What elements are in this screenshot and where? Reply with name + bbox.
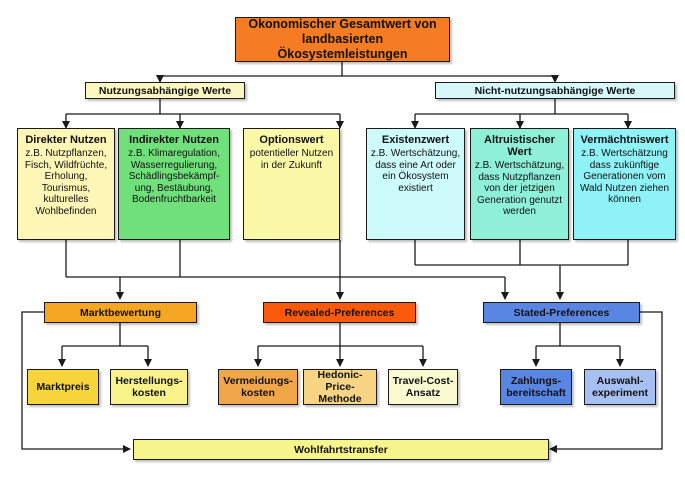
method-herstellung-label: kosten bbox=[132, 387, 166, 399]
use-values-box: Nutzungsabhängige Werte bbox=[85, 82, 245, 99]
method-vermeidung-label: Vermeidungs- bbox=[223, 375, 293, 387]
nonuse-values-box: Nicht-nutzungsabhängige Werte bbox=[435, 82, 675, 99]
direct-use-desc-line: kulturelles bbox=[43, 194, 89, 205]
method-zahlung-label: Zahlungs- bbox=[510, 375, 562, 387]
bequest-value-box: Vermächtniswert z.B. Wertschätzung dass … bbox=[573, 128, 676, 240]
method-zahlung-box: Zahlungs- bereitschaft bbox=[500, 369, 572, 405]
method-travel-box: Travel-Cost- Ansatz bbox=[388, 369, 458, 405]
market-valuation-box: Marktbewertung bbox=[44, 302, 197, 323]
direct-use-title: Direkter Nutzen bbox=[25, 134, 107, 146]
method-hedonic-label: Methode bbox=[318, 393, 362, 405]
nonuse-values-label: Nicht-nutzungsabhängige Werte bbox=[474, 84, 636, 97]
existence-value-desc-line: z.B. Wertschätzung, bbox=[370, 148, 461, 159]
direct-use-desc: z.B. Nutzpflanzen, Fisch, Wildfrüchte, E… bbox=[25, 148, 107, 217]
bequest-value-desc-line: können bbox=[608, 194, 641, 205]
revealed-preferences-box: Revealed-Preferences bbox=[263, 302, 416, 323]
existence-value-desc-line: dass eine Art oder bbox=[375, 159, 456, 171]
existence-value-desc-line: ein Ökosystem bbox=[382, 171, 449, 182]
direct-use-box: Direkter Nutzen z.B. Nutzpflanzen, Fisch… bbox=[17, 128, 115, 240]
method-auswahl-label: experiment bbox=[591, 387, 649, 399]
use-values-label: Nutzungsabhängige Werte bbox=[98, 84, 232, 97]
indirect-use-title: Indirekter Nutzen bbox=[129, 134, 219, 146]
indirect-use-desc-line: Schädlingsbekämpf- bbox=[128, 171, 220, 182]
stated-preferences-label: Stated-Preferences bbox=[513, 306, 610, 319]
altruistic-value-desc-line: von der jetzigen bbox=[484, 183, 555, 194]
option-value-desc-line: in der Zukunft bbox=[260, 159, 323, 171]
connector-stated-to-transfer bbox=[549, 311, 663, 453]
method-herstellung-label: Herstellungs- bbox=[115, 375, 183, 387]
method-vermeidung-label: kosten bbox=[241, 387, 275, 399]
existence-value-title: Existenzwert bbox=[381, 134, 450, 146]
bequest-value-desc-line: dass zukünftige bbox=[589, 159, 660, 171]
indirect-use-desc-line: ung, Bestäubung, bbox=[134, 182, 214, 194]
direct-use-desc-line: Wohlbefinden bbox=[35, 205, 97, 217]
bequest-value-desc-line: Generationen vom bbox=[583, 171, 666, 182]
altruistic-value-desc-line: z.B. Wertschätzung, bbox=[474, 160, 565, 171]
existence-value-desc-line: existiert bbox=[398, 182, 433, 194]
market-valuation-label: Marktbewertung bbox=[79, 306, 162, 319]
method-herstellung-box: Herstellungs- kosten bbox=[110, 369, 188, 405]
indirect-use-desc-line: Wasserregulierung, bbox=[130, 159, 218, 171]
indirect-use-box: Indirekter Nutzen z.B. Klimaregulation, … bbox=[118, 128, 230, 240]
title-box: Ökonomischer Gesamtwert von landbasierte… bbox=[235, 17, 450, 62]
existence-value-desc: z.B. Wertschätzung, dass eine Art oder e… bbox=[371, 148, 460, 194]
option-value-desc: potentieller Nutzen in der Zukunft bbox=[250, 148, 333, 171]
method-auswahl-box: Auswahl- experiment bbox=[584, 369, 656, 405]
direct-use-desc-line: z.B. Nutzpflanzen, bbox=[25, 148, 107, 159]
welfare-transfer-box: Wohlfahrtstransfer bbox=[133, 439, 549, 460]
title-line-1: Ökonomischer Gesamtwert von bbox=[248, 17, 437, 31]
connector-market-to-transfer bbox=[21, 311, 131, 453]
direct-use-desc-line: Erholung, bbox=[44, 171, 88, 182]
bequest-value-desc-line: Wald Nutzen ziehen bbox=[579, 182, 670, 194]
method-marktpreis-label: Marktpreis bbox=[36, 381, 90, 393]
method-marktpreis-box: Marktpreis bbox=[27, 369, 99, 405]
method-hedonic-label: Hedonic-Price- bbox=[317, 369, 363, 393]
altruistic-value-desc: z.B. Wertschätzung, dass Nutzpflanzen vo… bbox=[475, 160, 564, 218]
altruistic-value-title-1: Altruistischer bbox=[484, 134, 555, 146]
option-value-title: Optionswert bbox=[259, 134, 324, 146]
welfare-transfer-label: Wohlfahrtstransfer bbox=[294, 443, 388, 456]
altruistic-value-desc-line: werden bbox=[503, 206, 536, 217]
bequest-value-desc-line: z.B. Wertschätzung bbox=[581, 148, 668, 159]
option-value-box: Optionswert potentieller Nutzen in der Z… bbox=[243, 128, 340, 240]
revealed-preferences-label: Revealed-Preferences bbox=[284, 306, 395, 319]
bequest-value-desc: z.B. Wertschätzung dass zukünftige Gener… bbox=[580, 148, 669, 206]
indirect-use-desc-line: Bodenfruchtbarkeit bbox=[132, 194, 216, 205]
bequest-value-title: Vermächtniswert bbox=[580, 134, 669, 146]
altruistic-value-desc-line: dass Nutzpflanzen bbox=[478, 171, 561, 183]
method-travel-label: Travel-Cost- bbox=[392, 375, 454, 387]
option-value-desc-line: potentieller Nutzen bbox=[249, 148, 334, 159]
title-line-2: landbasierten Ökosystemleistungen bbox=[277, 32, 408, 61]
method-travel-label: Ansatz bbox=[405, 387, 441, 399]
direct-use-desc-line: Tourismus, bbox=[41, 182, 91, 194]
indirect-use-desc-line: z.B. Klimaregulation, bbox=[128, 148, 220, 159]
method-vermeidung-box: Vermeidungs- kosten bbox=[218, 369, 298, 405]
existence-value-box: Existenzwert z.B. Wertschätzung, dass ei… bbox=[366, 128, 465, 240]
altruistic-value-title-2: Wert bbox=[507, 146, 532, 158]
altruistic-value-desc-line: Generation genutzt bbox=[476, 194, 563, 206]
indirect-use-desc: z.B. Klimaregulation, Wasserregulierung,… bbox=[128, 148, 220, 206]
method-hedonic-box: Hedonic-Price- Methode bbox=[303, 369, 377, 405]
stated-preferences-box: Stated-Preferences bbox=[483, 302, 640, 323]
direct-use-desc-line: Fisch, Wildfrüchte, bbox=[24, 159, 108, 171]
method-auswahl-label: Auswahl- bbox=[596, 375, 644, 387]
method-zahlung-label: bereitschaft bbox=[506, 387, 566, 399]
altruistic-value-box: Altruistischer Wert z.B. Wertschätzung, … bbox=[470, 128, 569, 240]
